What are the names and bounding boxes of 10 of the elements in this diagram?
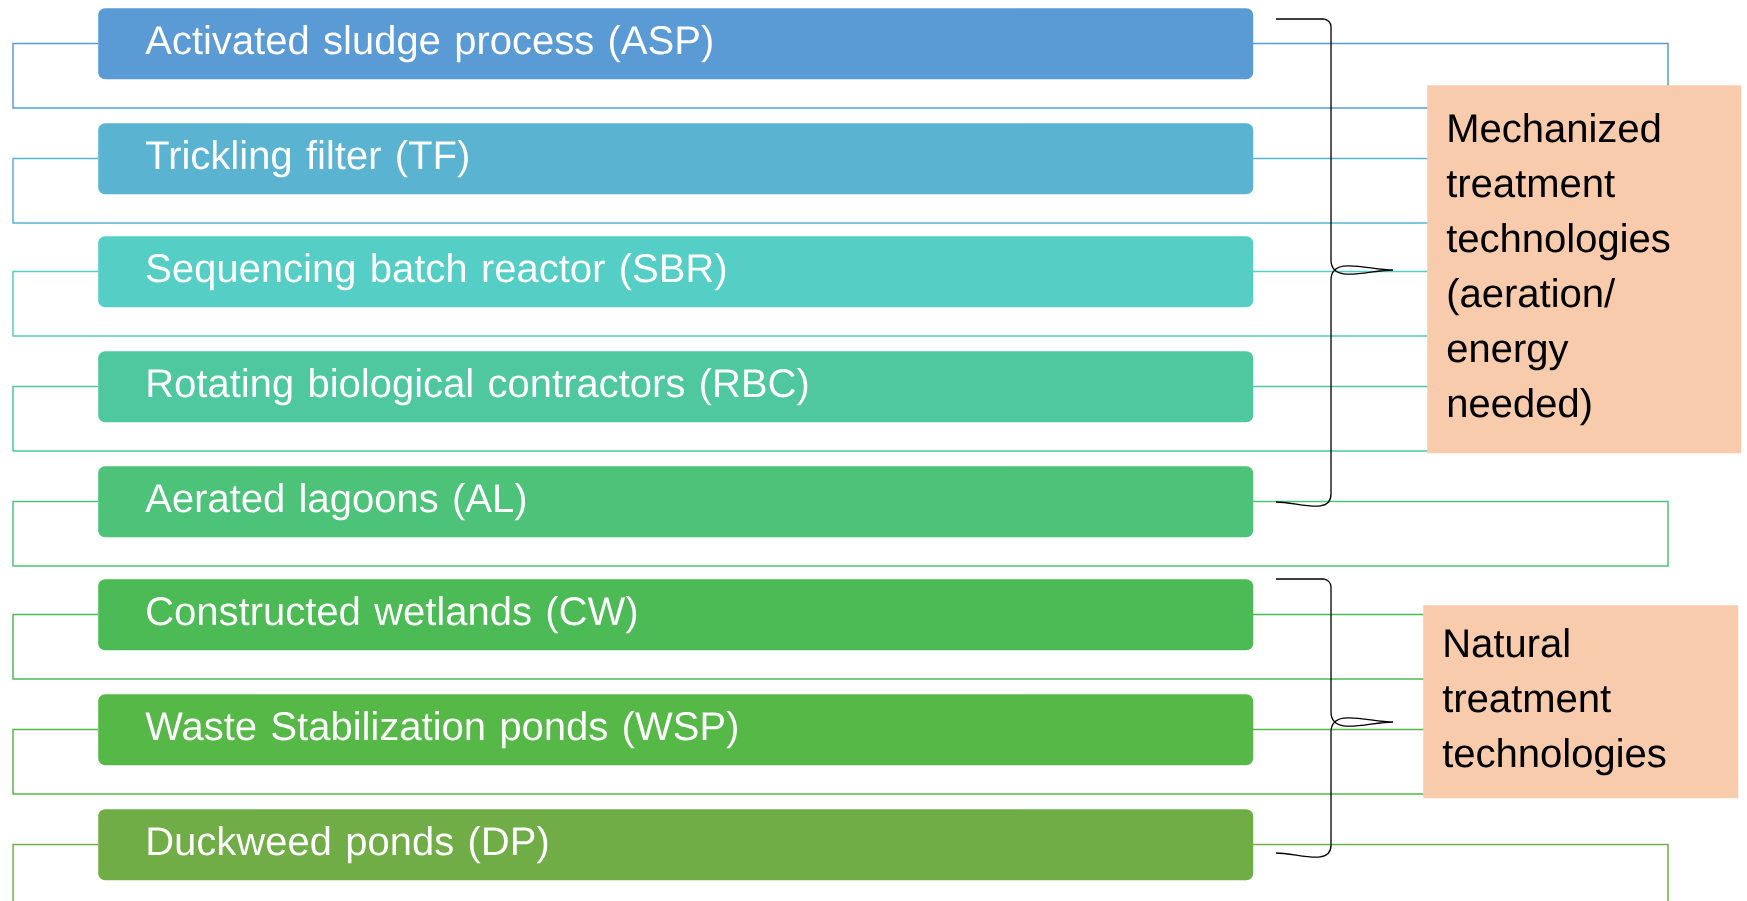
- process-box: Rotating biological contractors (RBC): [98, 351, 1254, 423]
- process-box: Duckweed ponds (DP): [98, 809, 1254, 881]
- process-box: Trickling filter (TF): [98, 123, 1254, 195]
- category-box: Mechanized treatment technologies (aeration/ energy needed): [1427, 85, 1742, 454]
- process-box: Activated sludge process (ASP): [98, 8, 1254, 80]
- process-box: Sequencing batch reactor (SBR): [98, 236, 1254, 308]
- process-box: Aerated lagoons (AL): [98, 466, 1254, 538]
- category-box: Natural treatment technologies: [1423, 605, 1739, 799]
- process-box: Constructed wetlands (CW): [98, 579, 1254, 651]
- process-box: Waste Stabilization ponds (WSP): [98, 694, 1254, 766]
